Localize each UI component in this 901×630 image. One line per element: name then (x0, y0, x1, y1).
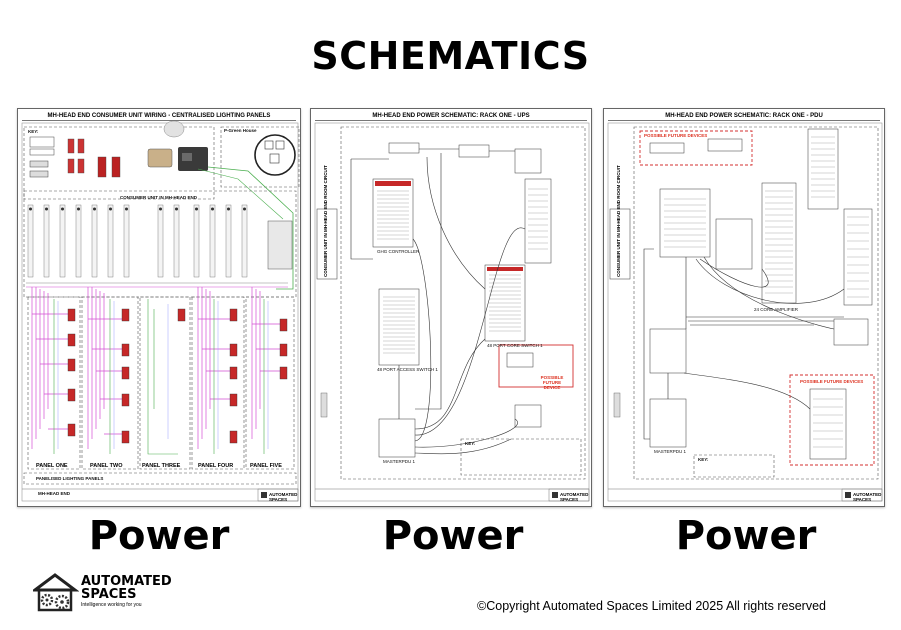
titleblock-brand: AUTOMATED SPACES (853, 492, 882, 502)
ghg-controller-label: GHG CONTROLLER (377, 249, 420, 254)
rack-ups-diagram (314, 122, 590, 502)
house-gears-icon (30, 573, 80, 612)
company-logo: AUTOMATED SPACES Intelligence working fo… (30, 572, 183, 612)
masterpdu-label: MASTERPDU 1 (383, 459, 416, 464)
future-devices-top-label: POSSIBLE FUTURE DEVICES (644, 133, 708, 138)
key-label: KEY: (698, 457, 709, 462)
amplifier-label: 24 CORE AMPLIFIER (754, 307, 799, 312)
breaker-row (27, 204, 293, 278)
page-title: SCHEMATICS (311, 34, 590, 78)
schematic-sheet-rack-ups: MH-HEAD END POWER SCHEMATIC: RACK ONE - … (310, 108, 592, 507)
logo-line-2: SPACES (81, 587, 137, 602)
titleblock-brand: AUTOMATED SPACES (269, 492, 298, 502)
head-end-label: MH-HEAD END (38, 491, 70, 496)
sheet-header: MH-HEAD END POWER SCHEMATIC: RACK ONE - … (608, 112, 880, 121)
panel-devices (67, 308, 288, 444)
core-switch-label: 48 PORT CORE SWITCH 1 (487, 343, 543, 348)
consumer-unit-wiring-diagram (21, 120, 300, 502)
key-label: KEY: (465, 441, 476, 446)
key-label: KEY: (28, 129, 39, 134)
logo-tagline: Intelligence working for you (81, 602, 142, 608)
panel-one-label: PANEL ONE (36, 463, 68, 469)
panel-five-label: PANEL FIVE (250, 463, 282, 469)
sheet-header: MH-HEAD END POWER SCHEMATIC: RACK ONE - … (315, 112, 587, 121)
side-circuit-label: CONSUMER UNIT IN MH-HEAD END ROOM CIRCUI… (323, 165, 328, 277)
schematic-sheet-rack-pdu: MH-HEAD END POWER SCHEMATIC: RACK ONE - … (603, 108, 885, 507)
caption-sheet-2: Power (382, 513, 524, 559)
side-circuit-label: CONSUMER UNIT IN MH-HEAD END ROOM CIRCUI… (616, 165, 621, 277)
masterpdu-label: MASTERPDU 1 (654, 449, 687, 454)
panel-three-label: PANEL THREE (142, 463, 181, 469)
panel-four-label: PANEL FOUR (198, 463, 234, 469)
caption-sheet-3: Power (675, 513, 817, 559)
schematic-sheet-consumer-unit: MH-HEAD END CONSUMER UNIT WIRING - CENTR… (17, 108, 301, 507)
green-house-label: P-Green House (224, 128, 257, 133)
consumer-unit-label: CONSUMER UNIT IN MH-HEAD END (120, 195, 197, 200)
future-devices-bottom-label: POSSIBLE FUTURE DEVICES (800, 379, 864, 384)
future-device-label: POSSIBLE FUTURE DEVICE (540, 375, 564, 390)
titleblock-brand: AUTOMATED SPACES (560, 492, 589, 502)
logo-line-1: AUTOMATED (81, 574, 172, 589)
rack-pdu-diagram (607, 122, 883, 502)
sheet-header: MH-HEAD END CONSUMER UNIT WIRING - CENTR… (22, 112, 296, 121)
access-switch-label: 48 PORT ACCESS SWITCH 1 (377, 367, 438, 372)
caption-sheet-1: Power (88, 513, 230, 559)
panelised-label: PANELISED LIGHTING PANELS (36, 476, 104, 481)
copyright-notice: ©Copyright Automated Spaces Limited 2025… (477, 599, 826, 613)
panel-two-label: PANEL TWO (90, 463, 123, 469)
